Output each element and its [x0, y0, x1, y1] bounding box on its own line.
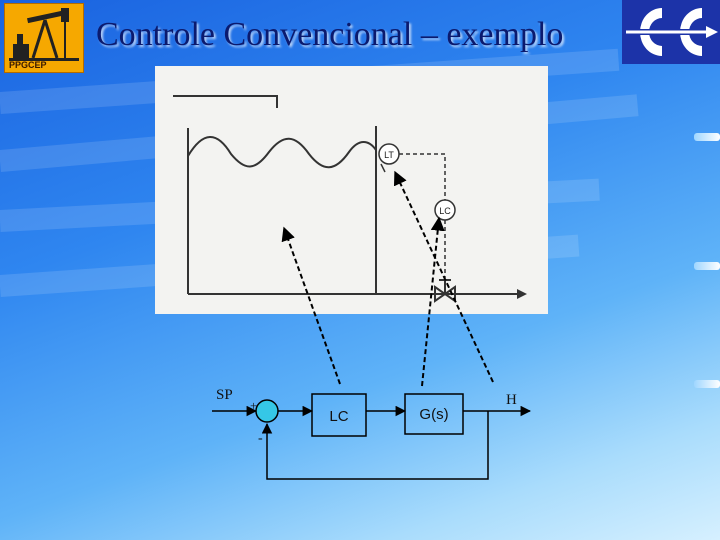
ppgcep-logo: PPGCEP	[4, 3, 84, 73]
controller-block-label: LC	[329, 408, 348, 425]
logo-text: PPGCEP	[9, 60, 47, 70]
level-transmitter-label: LT	[384, 150, 394, 160]
plant-block	[404, 393, 464, 435]
controller-block	[311, 393, 367, 437]
plus-sign: +	[250, 398, 257, 413]
tank-sketch: LT LC	[173, 95, 527, 303]
cc-emblem-icon	[626, 8, 718, 56]
decorative-bullet	[694, 262, 720, 270]
setpoint-label: SP	[216, 387, 233, 403]
feedback-line	[261, 411, 489, 480]
decorative-bullet	[694, 133, 720, 141]
minus-sign: -	[258, 431, 263, 446]
cc-logo	[622, 0, 720, 64]
output-label: H	[506, 392, 517, 408]
arrow-to-tank	[281, 226, 341, 385]
slide-title: Controle Convencional – exemplo	[96, 16, 564, 53]
pump-jack-icon	[9, 8, 79, 61]
decorative-bullet	[694, 380, 720, 388]
level-controller-label: LC	[439, 206, 451, 216]
plant-block-label: G(s)	[419, 406, 448, 423]
arrow-to-level-transmitter	[393, 170, 494, 383]
arrow-to-level-controller	[421, 216, 445, 387]
process-sketch-image: LT LC	[155, 66, 548, 314]
summing-junction	[255, 399, 279, 423]
